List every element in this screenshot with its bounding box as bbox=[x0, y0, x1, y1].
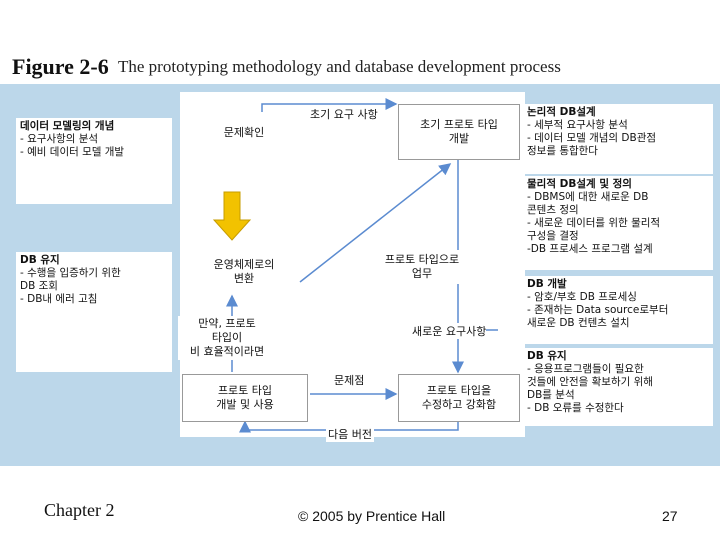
right-maint-heading: DB 유지 bbox=[527, 350, 567, 362]
figure-label: Figure 2-6 bbox=[12, 54, 109, 79]
left-maintenance-line: - DB내 에러 고침 bbox=[20, 293, 98, 305]
node-convert-line: 변환 bbox=[233, 272, 255, 285]
chapter-label: Chapter 2 bbox=[44, 500, 115, 520]
right-dev-heading: DB 개발 bbox=[527, 278, 567, 290]
label-if-inefficient-line: 비 효율적이라면 bbox=[189, 345, 265, 358]
right-physical-line: -DB 프로세스 프로그램 설계 bbox=[527, 243, 653, 255]
label-problems: 문제점 bbox=[334, 374, 365, 387]
left-maintenance-box: DB 유지 - 수행을 입증하기 위한 DB 조회 - DB내 에러 고침 bbox=[16, 252, 172, 372]
left-maintenance-line: - 수행을 입증하기 위한 bbox=[20, 267, 121, 279]
label-to-prototype-line: 업무 bbox=[411, 267, 433, 280]
right-dev-box: DB 개발 - 암호/부호 DB 프로세싱 - 존재하는 Data source… bbox=[523, 276, 713, 344]
label-if-inefficient-line: 만약, 프로토 bbox=[198, 317, 256, 330]
node-revise-line: 프로토 타입을 bbox=[426, 384, 492, 397]
right-physical-heading: 물리적 DB설계 및 정의 bbox=[527, 178, 632, 190]
footer bbox=[0, 466, 720, 540]
node-implement-line: 개발 및 사용 bbox=[216, 398, 274, 411]
right-maint-box: DB 유지 - 응용프로그램들이 필요한 것들에 안전을 확보하기 위해 DB를… bbox=[523, 348, 713, 426]
right-dev-line: - 존재하는 Data source로부터 bbox=[527, 304, 669, 316]
left-maintenance-heading: DB 유지 bbox=[20, 254, 60, 266]
right-physical-line: - 새로운 데이터를 위한 물리적 bbox=[527, 217, 661, 229]
node-revise-prototype: 프로토 타입을 수정하고 강화함 bbox=[398, 374, 520, 422]
right-dev-line: 새로운 DB 컨텐츠 설치 bbox=[527, 317, 630, 329]
right-physical-box: 물리적 DB설계 및 정의 - DBMS에 대한 새로운 DB 콘텐츠 정의 -… bbox=[523, 176, 713, 270]
label-if-inefficient-line: 타입이 bbox=[211, 331, 243, 344]
right-maint-line: DB를 분석 bbox=[527, 389, 575, 401]
node-initial-prototype-line: 초기 프로토 타입 bbox=[420, 118, 498, 131]
arrow-initial bbox=[261, 98, 398, 112]
node-implement-prototype: 프로토 타입 개발 및 사용 bbox=[182, 374, 308, 422]
right-logical-line: - 세부적 요구사항 분석 bbox=[527, 119, 628, 131]
right-logical-box: 논리적 DB설계 - 세부적 요구사항 분석 - 데이터 모델 개념의 DB관점… bbox=[523, 104, 713, 174]
label-if-inefficient: 만약, 프로토 타입이 비 효율적이라면 bbox=[178, 316, 276, 360]
left-maintenance-line: DB 조회 bbox=[20, 280, 58, 292]
right-logical-heading: 논리적 DB설계 bbox=[527, 106, 596, 118]
copyright: © 2005 by Prentice Hall bbox=[298, 508, 446, 524]
yellow-down-arrow-icon bbox=[212, 191, 252, 241]
left-modeling-line: - 예비 데이터 모델 개발 bbox=[20, 146, 125, 158]
node-initial-prototype: 초기 프로토 타입 개발 bbox=[398, 104, 520, 160]
right-physical-line: 구성을 결정 bbox=[527, 230, 579, 242]
node-initial-prototype-line: 개발 bbox=[448, 132, 470, 145]
right-maint-line: 것들에 안전을 확보하기 위해 bbox=[527, 376, 653, 388]
right-physical-line: 콘텐츠 정의 bbox=[527, 204, 579, 216]
label-next-version: 다음 버전 bbox=[326, 426, 374, 442]
right-dev-line: - 암호/부호 DB 프로세싱 bbox=[527, 291, 637, 303]
page-number: 27 bbox=[662, 508, 678, 524]
node-implement-line: 프로토 타입 bbox=[217, 384, 273, 397]
figure-title-bar bbox=[0, 44, 720, 84]
arrow-diagonal bbox=[299, 163, 452, 283]
node-identify-text: 문제확인 bbox=[223, 126, 265, 139]
node-revise-line: 수정하고 강화함 bbox=[421, 398, 497, 411]
left-modeling-heading: 데이터 모델링의 개념 bbox=[20, 120, 115, 132]
right-logical-line: 정보를 통합한다 bbox=[527, 145, 598, 157]
figure-caption: The prototyping methodology and database… bbox=[118, 57, 561, 76]
left-modeling-box: 데이터 모델링의 개념 - 요구사항의 분석 - 예비 데이터 모델 개발 bbox=[16, 118, 172, 204]
node-convert-line: 운영체제로의 bbox=[213, 258, 275, 271]
right-maint-line: - DB 오류를 수정한다 bbox=[527, 402, 624, 414]
right-physical-line: - DBMS에 대한 새로운 DB bbox=[527, 191, 649, 203]
label-to-prototype: 프로토 타입으로 업무 bbox=[372, 250, 472, 284]
label-new-requirements: 새로운 요구사항 bbox=[412, 323, 487, 339]
node-convert-operational: 운영체제로의 변환 bbox=[196, 252, 292, 292]
right-maint-line: - 응용프로그램들이 필요한 bbox=[527, 363, 644, 375]
label-to-prototype-line: 프로토 타입으로 bbox=[384, 253, 460, 266]
node-identify-problem: 문제확인 bbox=[196, 122, 292, 144]
right-logical-line: - 데이터 모델 개념의 DB관점 bbox=[527, 132, 657, 144]
label-initial-requirements: 초기 요구 사항 bbox=[310, 108, 378, 121]
left-modeling-line: - 요구사항의 분석 bbox=[20, 133, 99, 145]
